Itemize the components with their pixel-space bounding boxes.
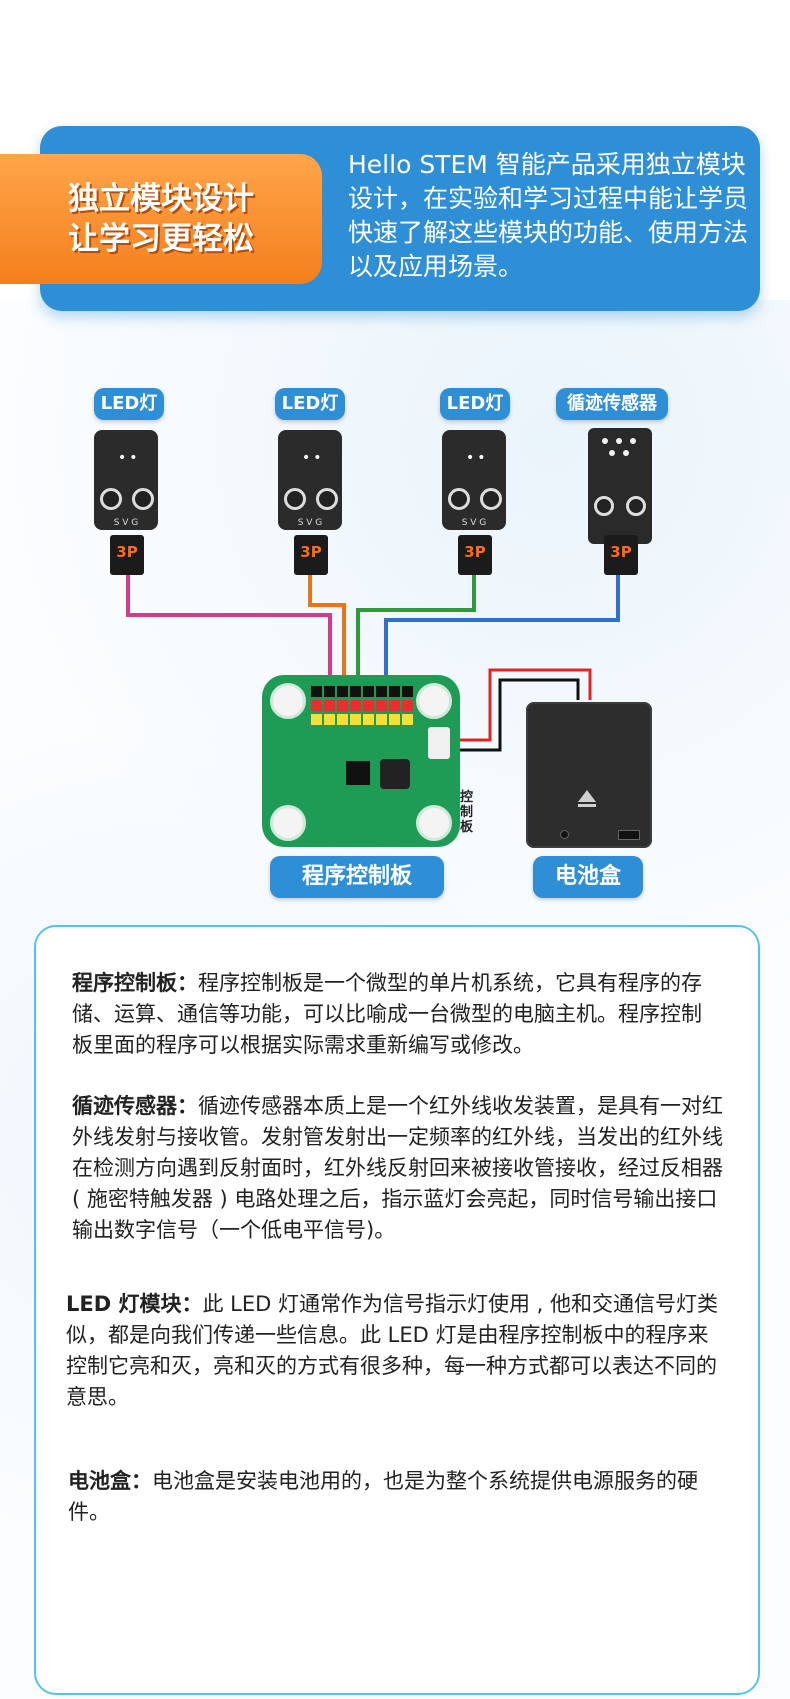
info-led-text: 此 LED 灯通常作为信号指示灯使用 , 他和交通信号灯类似，都是向我们传递一些…: [66, 1292, 718, 1409]
label-board: 程序控制板: [270, 856, 444, 898]
info-board: 程序控制板：程序控制板是一个微型的单片机系统，它具有程序的存储、运算、通信等功能…: [72, 968, 722, 1061]
plug-sensor: 3P: [604, 535, 638, 575]
label-led-1: LED灯: [94, 388, 164, 420]
plug-led-2: 3P: [294, 535, 328, 575]
info-battery-text: 电池盒是安装电池用的，也是为整个系统提供电源服务的硬件。: [68, 1469, 698, 1524]
label-battery: 电池盒: [533, 856, 643, 898]
wire-battery-red: [455, 668, 592, 742]
label-led-2: LED灯: [275, 388, 345, 420]
led-module-2: •• S V G: [278, 430, 342, 530]
info-sensor-title: 循迹传感器：: [72, 1094, 198, 1118]
badge-line-1: 独立模块设计: [68, 181, 254, 217]
wire-sensor: [384, 575, 620, 700]
badge-line-2: 让学习更轻松: [68, 221, 254, 257]
control-board: [262, 675, 460, 847]
header-badge: 独立模块设计 让学习更轻松: [0, 154, 322, 284]
tracking-sensor-module: [588, 428, 652, 544]
info-box: [34, 925, 760, 1695]
header-description: Hello STEM 智能产品采用独立模块设计，在实验和学习过程中能让学员快速了…: [348, 150, 749, 281]
led-module-1: •• S V G: [94, 430, 158, 530]
wire-led-2: [308, 575, 346, 700]
info-sensor-text: 循迹传感器本质上是一个红外线收发装置，是具有一对红外线发射与接收管。发射管发射出…: [72, 1094, 723, 1242]
led-icon: ••: [302, 450, 325, 466]
led-icon: ••: [466, 450, 489, 466]
label-sensor: 循迹传感器: [556, 388, 668, 420]
info-led-title: LED 灯模块：: [66, 1292, 203, 1316]
chip: [346, 761, 370, 785]
info-board-text: 程序控制板是一个微型的单片机系统，它具有程序的存储、运算、通信等功能，可以比喻成…: [72, 971, 702, 1057]
info-battery-title: 电池盒：: [68, 1469, 152, 1493]
wire-battery-black: [455, 678, 580, 752]
plug-led-1: 3P: [110, 535, 144, 575]
pin-header: [310, 685, 414, 729]
info-board-title: 程序控制板：: [72, 971, 198, 995]
capacitor: [380, 759, 410, 789]
power-switch: [618, 830, 640, 840]
led-module-3: •• S V G: [442, 430, 506, 530]
led-icon: ••: [118, 450, 141, 466]
plug-led-3: 3P: [458, 535, 492, 575]
info-led: LED 灯模块：此 LED 灯通常作为信号指示灯使用 , 他和交通信号灯类似，都…: [66, 1289, 726, 1413]
power-connector: [428, 727, 450, 759]
board-side-label: 控制板: [460, 790, 474, 835]
label-led-3: LED灯: [440, 388, 510, 420]
info-battery: 电池盒：电池盒是安装电池用的，也是为整个系统提供电源服务的硬件。: [68, 1466, 728, 1528]
info-sensor: 循迹传感器：循迹传感器本质上是一个红外线收发装置，是具有一对红外线发射与接收管。…: [72, 1091, 732, 1246]
battery-box: [526, 702, 652, 848]
eject-icon: [578, 790, 596, 802]
wire-led-3: [356, 575, 476, 700]
wire-led-1: [126, 575, 332, 700]
